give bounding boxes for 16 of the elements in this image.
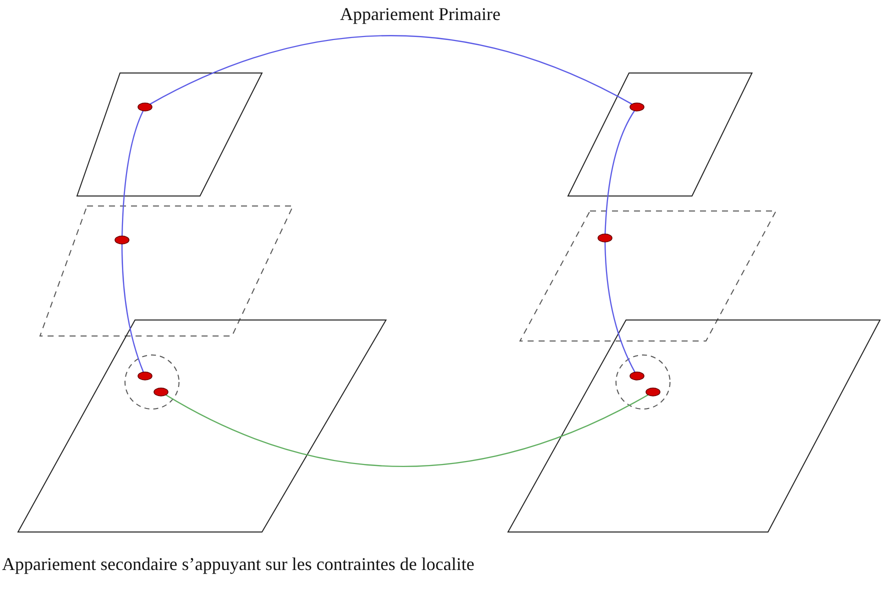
feature-point xyxy=(138,102,152,112)
matching-curve xyxy=(122,110,144,236)
feature-point xyxy=(630,372,644,380)
feature-point xyxy=(138,372,152,380)
matching-curve xyxy=(121,244,144,372)
feature-point xyxy=(114,236,130,244)
matching-curve xyxy=(150,35,632,105)
feature-point xyxy=(154,388,168,396)
feature-point xyxy=(630,102,644,112)
matching-curve xyxy=(604,110,635,234)
diagram-title: Appariement Primaire xyxy=(340,4,500,25)
matching-curve xyxy=(604,242,636,372)
matching-curve xyxy=(165,394,648,468)
caption: Appariement secondaire s’appuyant sur les contraintes de localite xyxy=(2,554,474,575)
feature-point xyxy=(646,388,660,396)
feature-point xyxy=(598,234,612,242)
